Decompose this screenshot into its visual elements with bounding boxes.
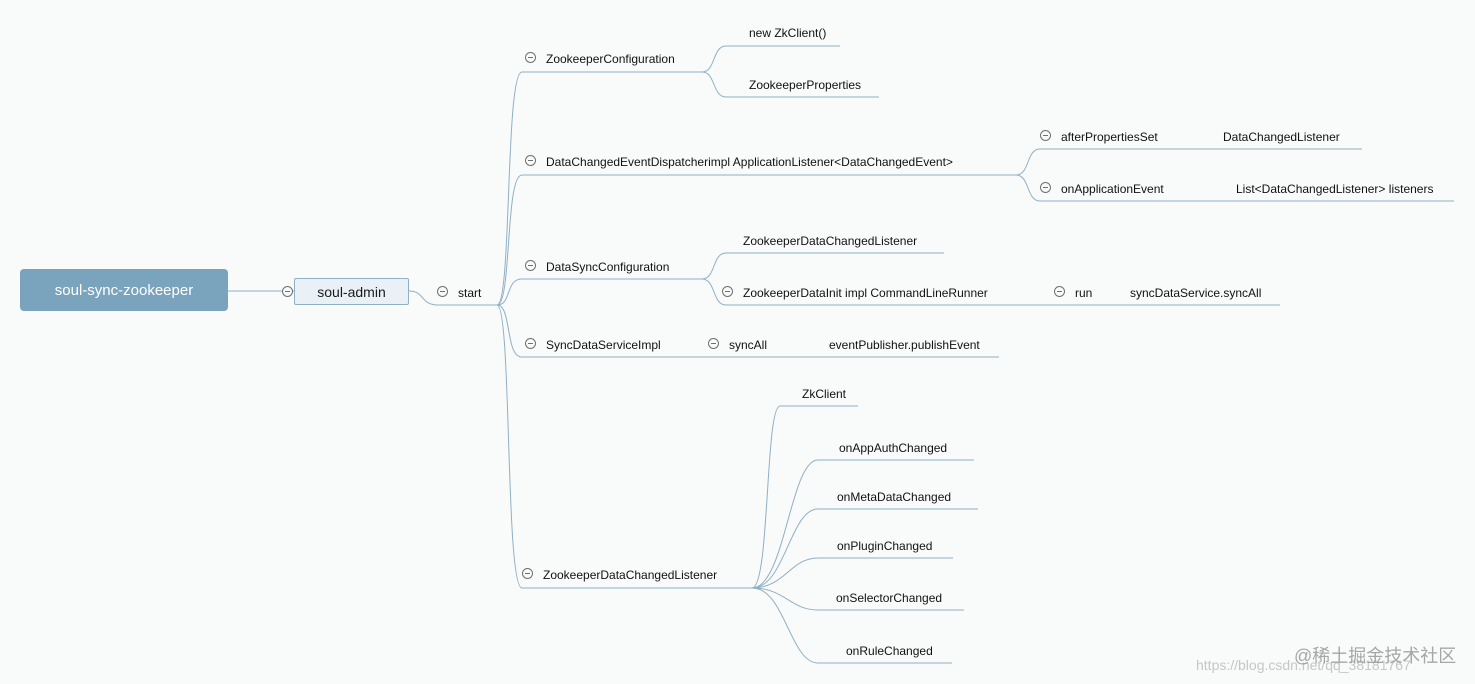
zookeeper-data-changed-listener-node[interactable]: ZookeeperDataChangedListener <box>743 234 918 248</box>
soul-admin-node[interactable]: soul-admin <box>294 278 409 305</box>
sync-all-call-node[interactable]: syncDataService.syncAll <box>1130 286 1262 300</box>
listeners-list-node[interactable]: List<DataChangedListener> listeners <box>1236 182 1434 196</box>
on-meta-data-changed-node[interactable]: onMetaDataChanged <box>837 490 952 504</box>
collapse-toggle-icon[interactable] <box>282 286 293 297</box>
data-sync-configuration-node[interactable]: DataSyncConfiguration <box>546 260 670 274</box>
dispatcher-node[interactable]: DataChangedEventDispatcherimpl Applicati… <box>546 155 953 169</box>
collapse-toggle-icon[interactable] <box>708 338 719 349</box>
on-selector-changed-node[interactable]: onSelectorChanged <box>836 591 943 605</box>
on-app-auth-changed-node[interactable]: onAppAuthChanged <box>839 441 948 455</box>
publish-event-node[interactable]: eventPublisher.publishEvent <box>829 338 980 352</box>
collapse-toggle-icon[interactable] <box>522 568 533 579</box>
zk-data-changed-listener-node[interactable]: ZookeeperDataChangedListener <box>543 568 718 582</box>
zookeeper-properties-node[interactable]: ZookeeperProperties <box>749 78 862 92</box>
sync-all-node[interactable]: syncAll <box>729 338 768 352</box>
root-node[interactable]: soul-sync-zookeeper <box>20 269 228 311</box>
data-changed-listener-node[interactable]: DataChangedListener <box>1223 130 1340 144</box>
on-application-event-node[interactable]: onApplicationEvent <box>1061 182 1164 196</box>
collapse-toggle-icon[interactable] <box>1054 286 1065 297</box>
collapse-toggle-icon[interactable] <box>1040 130 1051 141</box>
watermark-url: https://blog.csdn.net/qq_38181767 <box>1196 657 1411 673</box>
collapse-toggle-icon[interactable] <box>722 286 733 297</box>
on-plugin-changed-node[interactable]: onPluginChanged <box>837 539 933 553</box>
start-node[interactable]: start <box>458 286 482 300</box>
collapse-toggle-icon[interactable] <box>437 286 448 297</box>
zookeeper-configuration-node[interactable]: ZookeeperConfiguration <box>546 52 675 66</box>
on-rule-changed-node[interactable]: onRuleChanged <box>846 644 933 658</box>
zookeeper-data-init-node[interactable]: ZookeeperDataInit impl CommandLineRunner <box>743 286 988 300</box>
run-node[interactable]: run <box>1075 286 1093 300</box>
collapse-toggle-icon[interactable] <box>525 52 536 63</box>
watermark-brand: @稀土掘金技术社区 <box>1294 646 1457 666</box>
zkclient-node[interactable]: ZkClient <box>802 387 847 401</box>
collapse-toggle-icon[interactable] <box>525 155 536 166</box>
collapse-toggle-icon[interactable] <box>1040 182 1051 193</box>
after-properties-set-node[interactable]: afterPropertiesSet <box>1061 130 1158 144</box>
collapse-toggle-icon[interactable] <box>525 260 536 271</box>
collapse-toggle-icon[interactable] <box>525 338 536 349</box>
new-zkclient-node[interactable]: new ZkClient() <box>749 26 827 40</box>
sync-data-service-impl-node[interactable]: SyncDataServiceImpl <box>546 338 661 352</box>
